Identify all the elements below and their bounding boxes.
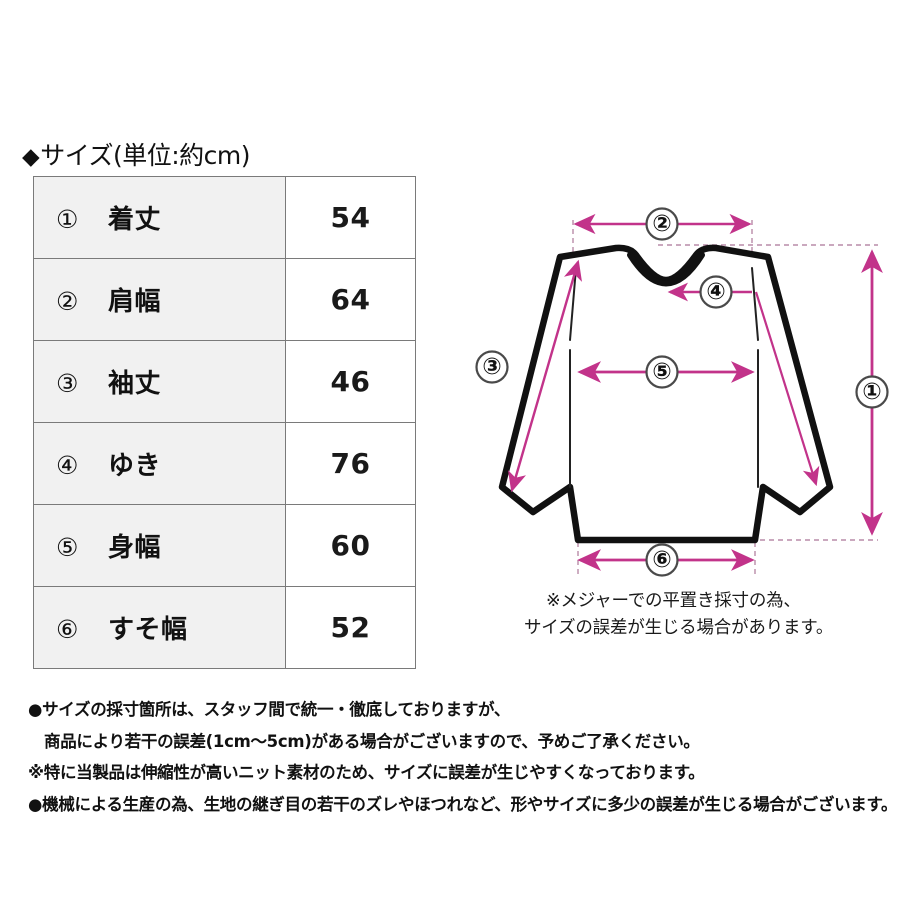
- marker-badge-5-label: ⑤: [652, 359, 671, 385]
- page-title-text: サイズ(単位:約cm): [40, 141, 250, 170]
- table-cell-value: 46: [285, 340, 416, 423]
- table-cell-value: 76: [285, 422, 416, 505]
- table-cell-label: ⑥ すそ幅: [33, 586, 286, 669]
- table-cell-label: ⑤ 身幅: [33, 504, 286, 587]
- diagram-note-line-1: ※メジャーでの平置き採寸の為、: [546, 591, 801, 611]
- table-row: ② 肩幅 64: [33, 258, 416, 341]
- row-number-marker: ⑤: [56, 533, 79, 562]
- footer-note-line-3: ※特に当製品は伸縮性が高いニット素材のため、サイズに誤差が生じやすくなっておりま…: [28, 763, 705, 783]
- table-row: ⑤ 身幅 60: [33, 504, 416, 587]
- garment-measurement-diagram: ② ④ ③ ⑤ ① ⑥: [430, 200, 900, 600]
- table-cell-label: ② 肩幅: [33, 258, 286, 341]
- marker-badge-1: ①: [855, 375, 889, 409]
- size-table-body: ① 着丈 54 ② 肩幅 64 ③ 袖丈 46 ④ ゆき 76 ⑤ 身幅 60: [33, 176, 416, 669]
- marker-badge-4: ④: [699, 275, 733, 309]
- marker-badge-6: ⑥: [645, 543, 679, 577]
- size-table: ① 着丈 54 ② 肩幅 64 ③ 袖丈 46 ④ ゆき 76 ⑤ 身幅 60: [33, 176, 416, 669]
- neckline-icon: [627, 252, 705, 287]
- table-cell-value: 52: [285, 586, 416, 669]
- footer-note-line-4: ●機械による生産の為、生地の継ぎ目の若干のズレやほつれなど、形やサイズに多少の誤…: [28, 795, 898, 815]
- arrow-sleeve-length: [508, 259, 582, 493]
- table-cell-label: ④ ゆき: [33, 422, 286, 505]
- table-row: ⑥ すそ幅 52: [33, 586, 416, 669]
- marker-badge-3-label: ③: [482, 354, 501, 380]
- table-row: ④ ゆき 76: [33, 422, 416, 505]
- marker-badge-1-label: ①: [862, 379, 881, 405]
- marker-badge-2: ②: [645, 207, 679, 241]
- marker-badge-4-label: ④: [706, 279, 725, 305]
- table-cell-value: 54: [285, 176, 416, 259]
- table-cell-value: 60: [285, 504, 416, 587]
- row-label-text: 袖丈: [108, 369, 162, 399]
- footer-notes: ●サイズの採寸箇所は、スタッフ間で統一・徹底しておりますが、 商品により若干の誤…: [28, 694, 898, 821]
- table-cell-label: ③ 袖丈: [33, 340, 286, 423]
- garment-outline-icon: [498, 244, 834, 544]
- table-cell-value: 64: [285, 258, 416, 341]
- marker-badge-3: ③: [475, 350, 509, 384]
- row-label-text: ゆき: [108, 451, 162, 481]
- row-number-marker: ⑥: [56, 615, 79, 644]
- marker-badge-6-label: ⑥: [652, 547, 671, 573]
- footer-note-line-2: 商品により若干の誤差(1cm〜5cm)がある場合がございますので、予めご了承くだ…: [44, 731, 700, 751]
- row-number-marker: ④: [56, 451, 79, 480]
- page-title: ◆サイズ(単位:約cm): [22, 136, 250, 172]
- marker-badge-2-label: ②: [652, 211, 671, 237]
- diagram-note-line-2: サイズの誤差が生じる場合があります。: [524, 618, 834, 639]
- row-label-text: 肩幅: [108, 287, 162, 317]
- row-number-marker: ③: [56, 369, 79, 398]
- row-label-text: 身幅: [108, 533, 162, 563]
- table-cell-label: ① 着丈: [33, 176, 286, 259]
- diagram-note: ※メジャーでの平置き採寸の為、 サイズの誤差が生じる場合があります。: [524, 588, 884, 642]
- diamond-bullet-icon: ◆: [22, 144, 40, 170]
- footer-note-line-1: ●サイズの採寸箇所は、スタッフ間で統一・徹底しておりますが、: [28, 700, 511, 719]
- row-number-marker: ①: [56, 205, 79, 234]
- row-label-text: すそ幅: [108, 615, 188, 645]
- row-label-text: 着丈: [108, 205, 162, 235]
- table-row: ① 着丈 54: [33, 176, 416, 259]
- table-row: ③ 袖丈 46: [33, 340, 416, 423]
- marker-badge-5: ⑤: [645, 355, 679, 389]
- arrow-sleeve-span-diagonal: [754, 291, 820, 487]
- row-number-marker: ②: [56, 287, 79, 316]
